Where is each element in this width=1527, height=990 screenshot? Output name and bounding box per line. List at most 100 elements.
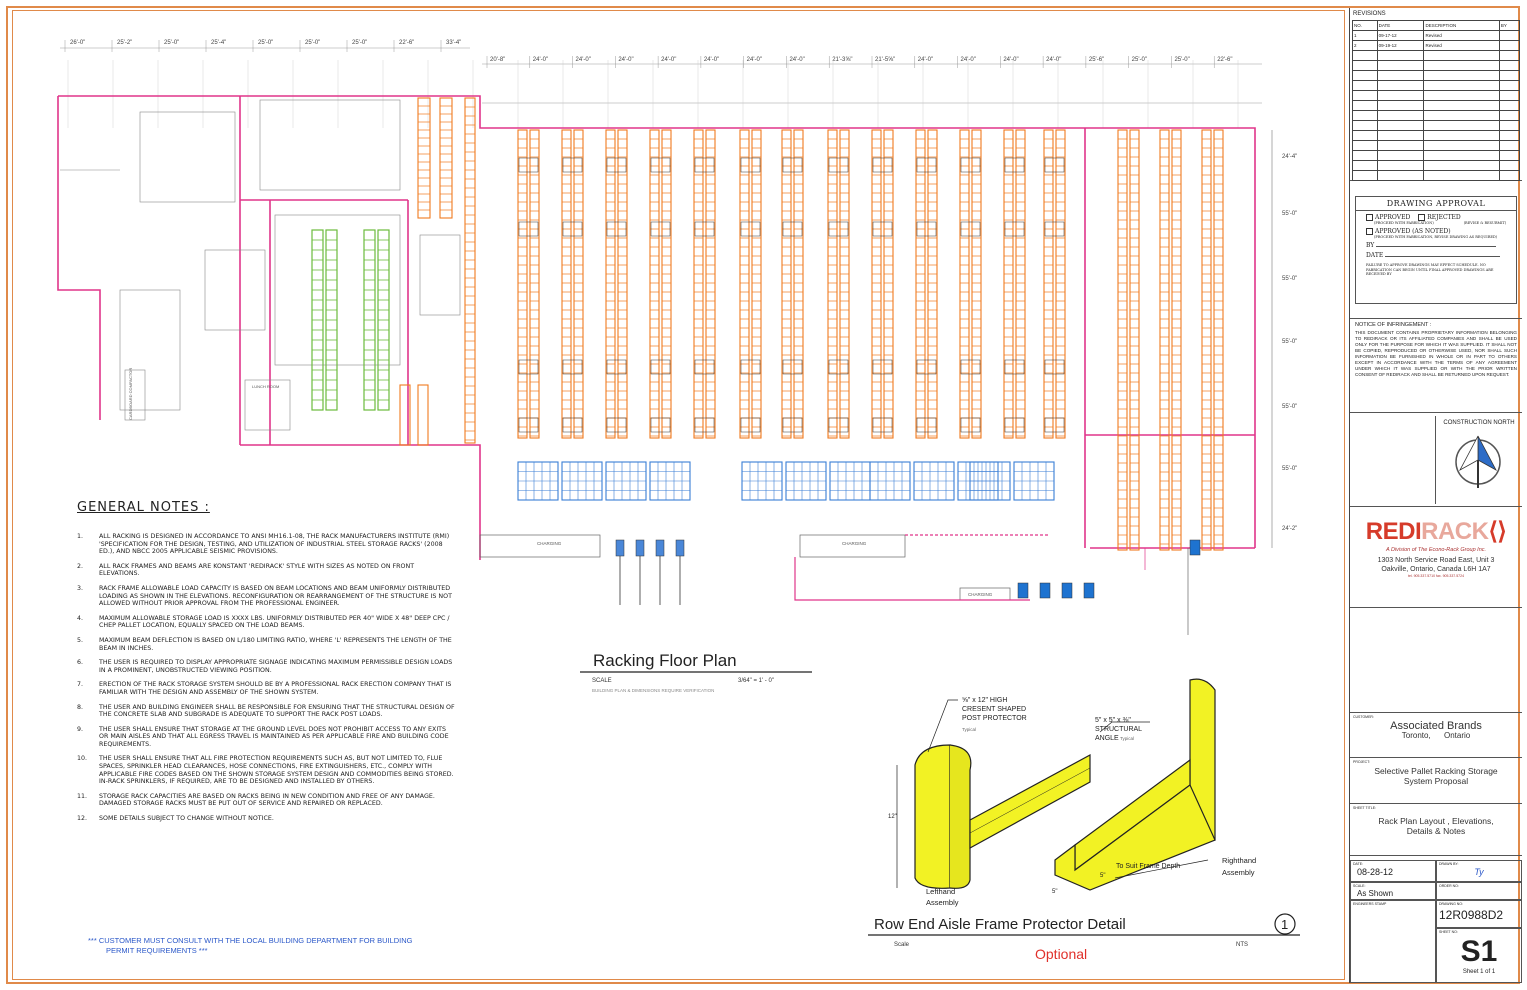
floor-plan-scale-label: SCALE [592,678,612,684]
green-racks [311,229,390,411]
racking-floor-plan: 26'-0"25'-2"25'-0"25'-4"25'-0"25'-0"25'-… [57,40,1300,962]
rev-cell [1423,80,1500,91]
rev-cell [1423,140,1500,151]
general-note-item: 1.ALL RACKING IS DESIGNED IN ACCORDANCE … [75,533,455,556]
charger-unit [1061,582,1073,599]
dimension-label: 55'-0" [1282,211,1297,217]
rack-frame-mark [518,417,539,433]
rev-cell [1498,60,1521,71]
note-number: 4. [77,614,84,622]
rack-row [529,129,540,439]
notice-of-infringement: NOTICE OF INFRINGEMENT : THIS DOCUMENT C… [1350,318,1522,413]
detail-leaders [896,699,1209,888]
detail-number-circle [1274,913,1296,935]
rack-frame-mark [782,417,803,433]
general-note-item: 4.MAXIMUM ALLOWABLE STORAGE LOAD IS XXXX… [75,615,455,630]
note-number: 12. [77,815,88,823]
north-label: CONSTRUCTION NORTH [1443,420,1515,426]
rack-frame-mark [562,157,583,173]
order-cell: ORDER NO: [1436,882,1522,900]
rev-cell [1423,150,1500,161]
approved-noted-option[interactable]: APPROVED (AS NOTED) [1366,228,1451,235]
rev-cell [1498,140,1521,151]
dimension-label: 24'-0" [533,57,548,63]
rack-frame-mark [1044,417,1065,433]
orange-selective-racks [399,97,1224,551]
dimension-label: 25'-0" [1174,57,1189,63]
general-note-item: 10.THE USER SHALL ENSURE THAT ALL FIRE P… [75,755,455,785]
note-text: STORAGE RACK CAPACITIES ARE BASED ON RAC… [99,792,435,808]
note-text: RACK FRAME ALLOWABLE LOAD CAPACITY IS BA… [99,584,452,608]
rev-row [1352,110,1521,121]
charging-label-3: CHARGING [968,592,993,597]
rev-header: BY [1498,20,1521,31]
general-note-item: 7.ERECTION OF THE RACK STORAGE SYSTEM SH… [75,681,455,696]
rev-cell [1498,130,1521,141]
dimension-label: 21'-3⅝" [832,57,852,63]
customer-location: Toronto, Ontario [1401,731,1471,740]
rev-cell [1423,130,1500,141]
rev-cell [1376,110,1425,121]
rejected-checkbox[interactable] [1418,214,1426,221]
dimension-label: 25'-6" [1089,57,1104,63]
rev-cell [1376,90,1425,101]
rejected-option[interactable]: REJECTED [1418,214,1461,221]
note-text: ERECTION OF THE RACK STORAGE SYSTEM SHOU… [99,681,452,696]
rack-row [959,129,970,439]
rev-cell [1423,70,1500,81]
rev-cell [1376,160,1425,171]
rack-frame-mark [1044,221,1065,237]
dimension-label: 25'-0" [352,40,367,46]
dimension-column-right: 24'-4"55'-0"55'-0"55'-0"55'-0"55'-0"24'-… [1271,130,1297,548]
rev-cell [1498,80,1521,91]
column-gridlines [67,60,1239,128]
project-line-2: System Proposal [1403,776,1469,786]
note-text: THE USER SHALL ENSURE THAT STORAGE AT TH… [99,725,449,748]
lefthand-post-protector [914,744,1091,889]
rev-row [1352,70,1521,81]
rack-frame-mark [916,157,937,173]
revisions-label: REVISIONS [1353,11,1386,17]
dimension-label: 55'-0" [1282,276,1297,282]
rack-row [971,129,982,439]
scale-cell: SCALE: As Shown [1350,882,1436,900]
dimension-label: 24'-0" [747,57,762,63]
charger-unit [1039,582,1051,599]
righthand-angle-protector [1054,678,1216,891]
rev-cell [1423,50,1500,61]
rev-cell [1376,140,1425,151]
rack-frame-mark [650,221,671,237]
address-line-1: 1303 North Service Road East, Unit 3 [1377,557,1495,564]
note-number: 10. [77,755,88,763]
sheet-of: Sheet 1 of 1 [1462,969,1496,975]
general-note-item: 5.MAXIMUM BEAM DEFLECTION IS BASED ON L/… [75,637,455,652]
project-line-1: Selective Pallet Racking Storage [1374,766,1498,776]
rack-frame-mark [960,221,981,237]
righthand-label-2: Assembly [1222,868,1255,877]
rejected-fine: (REVISE & RESUBMIT) [1463,221,1507,225]
rack-frame-mark [782,221,803,237]
charging-area [479,534,1189,635]
sheet-title-line-1: Rack Plan Layout , Elevations, [1378,816,1494,826]
rack-frame-mark [694,221,715,237]
drawn-by-cell: DRAWN BY: Ty [1436,860,1522,882]
note-number: 2. [77,562,84,570]
rack-frame-mark [872,417,893,433]
approved-checkbox[interactable] [1366,214,1373,221]
approved-noted-checkbox[interactable] [1366,228,1373,235]
dimension-row-left: 26'-0"25'-2"25'-0"25'-4"25'-0"25'-0"25'-… [64,40,461,52]
rack-frame-mark [916,359,937,375]
rack-frame-mark [650,359,671,375]
blue-racks [517,461,1055,501]
rack-frame-mark [1004,359,1025,375]
general-note-item: 2.ALL RACK FRAMES AND BEAMS ARE KONSTANT… [75,563,455,578]
approved-option[interactable]: APPROVED [1366,214,1410,221]
floor-plan-verify-note: BUILDING PLAN & DIMENSIONS REQUIRE VERIF… [592,688,714,693]
rev-cell [1376,70,1425,81]
approved-noted-fine: (PROCEED WITH FABRICATION, REVISE DRAWIN… [1374,235,1498,239]
rack-row [927,129,938,439]
rev-cell [1376,80,1425,91]
rack-frame-mark [740,359,761,375]
